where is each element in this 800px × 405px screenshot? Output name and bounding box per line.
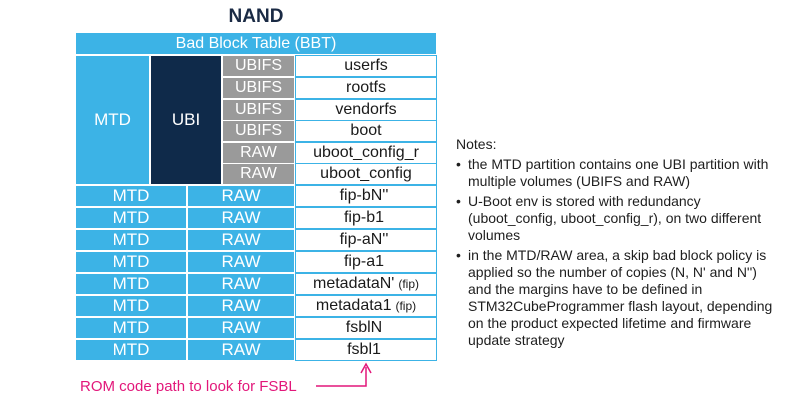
volume-type: UBIFS <box>222 120 295 142</box>
volume-type: UBIFS <box>222 99 295 121</box>
partition-type: RAW <box>187 339 295 361</box>
volume-name: userfs <box>295 55 437 77</box>
partition-mtd: MTD <box>75 339 187 361</box>
partition-name: fip-b1 <box>295 207 437 229</box>
partition-name: metadataN'(fip) <box>295 273 437 295</box>
ubi-block: UBI <box>150 55 222 185</box>
partition-type: RAW <box>187 229 295 251</box>
bbt-header: Bad Block Table (BBT) <box>75 32 437 55</box>
partition-type: RAW <box>187 207 295 229</box>
note-item: the MTD partition contains one UBI parti… <box>456 156 776 190</box>
partition-name: fsblN <box>295 317 437 339</box>
volume-name: boot <box>295 120 437 142</box>
partition-mtd: MTD <box>75 295 187 317</box>
partition-name: fip-aN'' <box>295 229 437 251</box>
partition-name: metadata1(fip) <box>295 295 437 317</box>
partition-mtd: MTD <box>75 207 187 229</box>
partition-mtd: MTD <box>75 317 187 339</box>
partition-type: RAW <box>187 273 295 295</box>
volume-type: UBIFS <box>222 55 295 77</box>
partition-type: RAW <box>187 295 295 317</box>
partition-mtd: MTD <box>75 273 187 295</box>
partition-type: RAW <box>187 185 295 207</box>
rom-annotation: ROM code path to look for FSBL <box>80 377 297 395</box>
volume-type: UBIFS <box>222 77 295 99</box>
notes-heading: Notes: <box>456 136 497 152</box>
volume-name: uboot_config <box>295 163 437 185</box>
volume-name: vendorfs <box>295 99 437 121</box>
partition-type: RAW <box>187 251 295 273</box>
volume-type: RAW <box>222 163 295 185</box>
mtd-block: MTD <box>75 55 150 185</box>
partition-mtd: MTD <box>75 185 187 207</box>
partition-mtd: MTD <box>75 251 187 273</box>
notes-panel: Notes: the MTD partition contains one UB… <box>456 136 776 352</box>
volume-name: uboot_config_r <box>295 142 437 164</box>
volume-name: rootfs <box>295 77 437 99</box>
partition-type: RAW <box>187 317 295 339</box>
volume-type: RAW <box>222 142 295 164</box>
diagram-title: NAND <box>228 6 284 27</box>
note-item: U-Boot env is stored with redundancy (ub… <box>456 193 776 244</box>
partition-name: fip-bN'' <box>295 185 437 207</box>
note-item: in the MTD/RAW area, a skip bad block po… <box>456 247 776 349</box>
partition-mtd: MTD <box>75 229 187 251</box>
partition-name: fip-a1 <box>295 251 437 273</box>
partition-name: fsbl1 <box>295 339 437 361</box>
